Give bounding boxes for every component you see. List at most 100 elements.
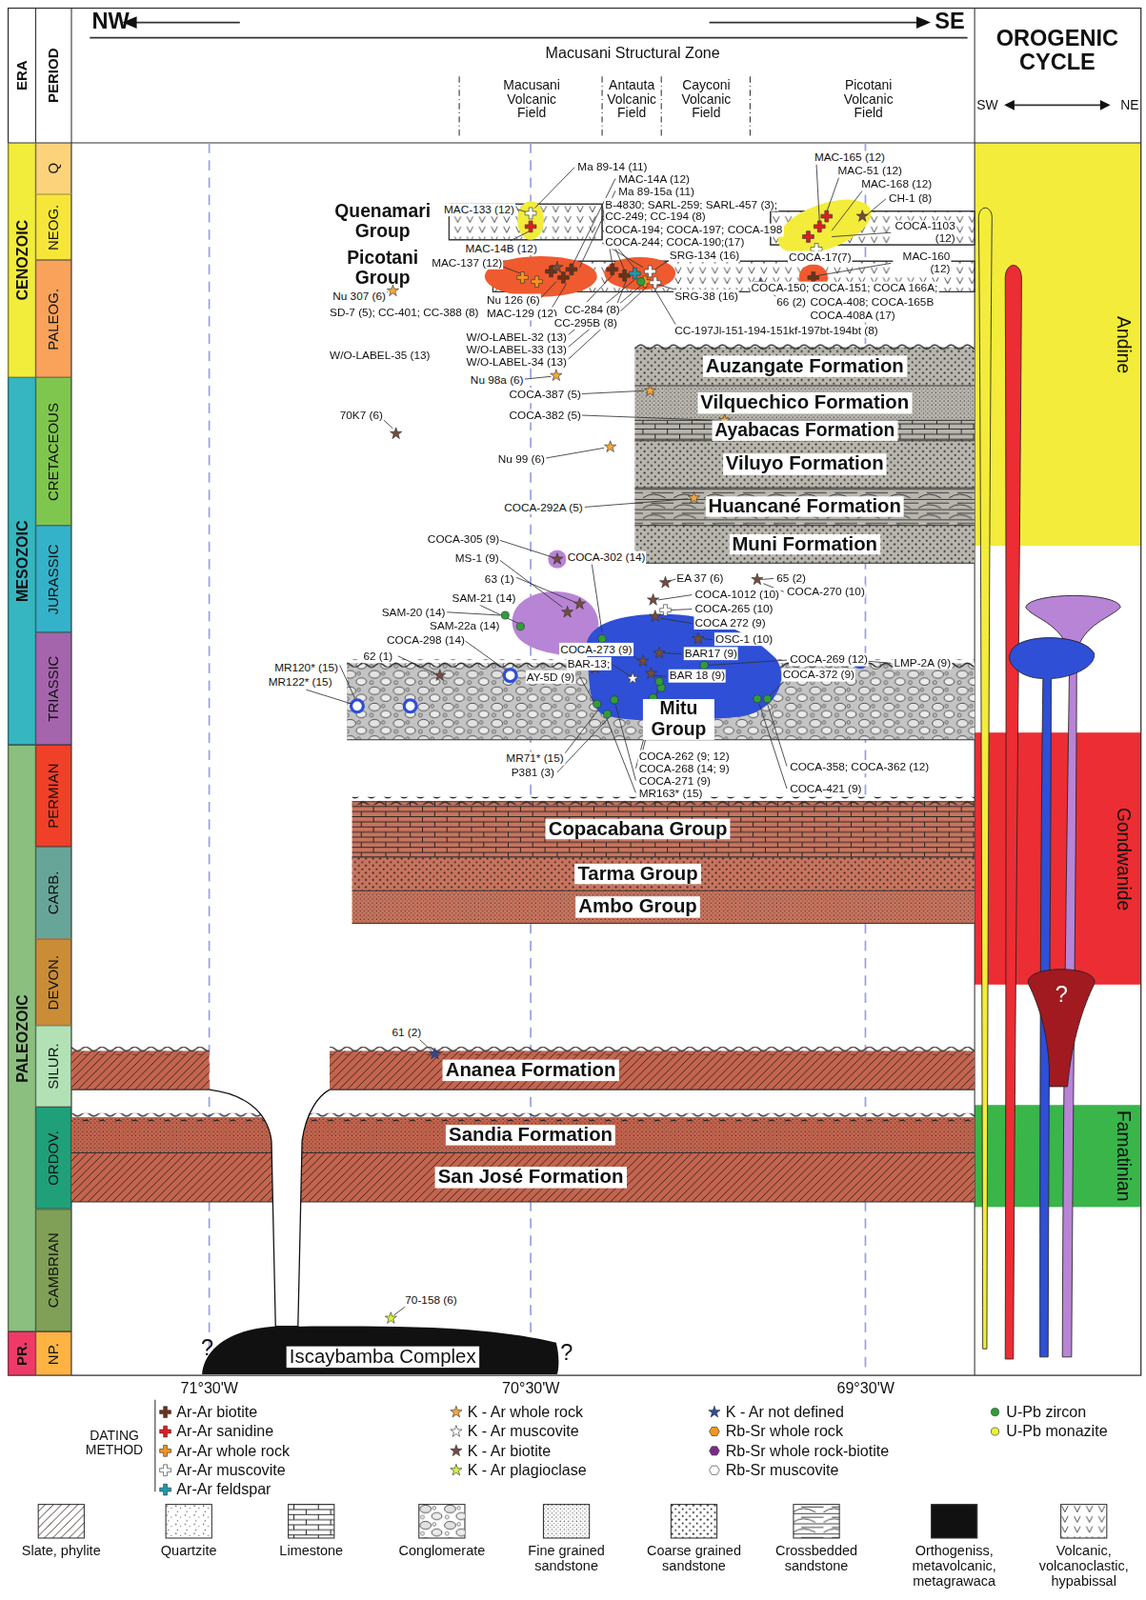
- time-scale-cell: CAMBRIAN: [35, 1208, 71, 1332]
- legend-symbol: [447, 1443, 464, 1460]
- legend-text: Quartzite: [128, 1543, 249, 1559]
- sample-label: BAR17 (9): [683, 646, 739, 661]
- stratigraphic-unit: San José Formation: [71, 1153, 975, 1203]
- sample-label: COCA-269 (12): [788, 653, 869, 667]
- legend-swatch: [450, 1406, 463, 1418]
- sample-label: COCA-382 (5): [508, 409, 583, 423]
- unit-name: Auzangate Formation: [702, 355, 907, 377]
- sample-label: COCA-298 (14): [385, 633, 466, 647]
- unit-name: Vilquechico Formation: [697, 392, 912, 414]
- time-scale-cell: MESOZOIC: [8, 377, 37, 745]
- stratigraphic-unit: Mitu Group: [346, 663, 975, 740]
- chart-label: 69°30'W: [836, 1379, 894, 1397]
- sample-label: W/O-LABEL-35 (13): [328, 348, 432, 362]
- chart-label: DATING METHOD: [78, 1428, 150, 1457]
- legend-text: Slate, phylite: [0, 1543, 121, 1559]
- sample-label: Ma 89-15a (11): [617, 184, 696, 199]
- legend-text: Ar-Ar muscovite: [176, 1461, 285, 1479]
- unit-name: MESOZOIC: [13, 520, 31, 603]
- time-scale-cell: CENOZOIC: [8, 142, 37, 378]
- sample-label: COCA-17(7): [787, 251, 853, 265]
- legend-swatch: [160, 1484, 172, 1496]
- grid-lines: [8, 8, 1142, 1377]
- orogenic-cycle-band: Famatinian: [974, 1105, 1142, 1207]
- sample-label: 65 (2): [775, 571, 807, 585]
- legend-symbol: [986, 1423, 1004, 1440]
- sample-label: SD-7 (5); CC-401; CC-388 (8): [328, 305, 481, 320]
- legend-text: Rb-Sr whole rock: [725, 1422, 844, 1440]
- legend-symbol: [157, 1482, 174, 1499]
- pattern-swatch: [670, 1504, 718, 1539]
- sample-label: MAC-160 (12): [892, 251, 951, 276]
- time-scale-cell: Q: [35, 142, 71, 195]
- chart-label: Picotani Group: [331, 248, 434, 287]
- chart-label: ?: [201, 1334, 214, 1361]
- stratigraphic-unit: Iscaybamba Complex: [203, 1326, 560, 1375]
- unit-name: CARB.: [45, 870, 61, 915]
- sample-label: AY-5D (9): [525, 670, 577, 684]
- unit-name: NP.: [45, 1343, 61, 1366]
- legend-swatch: [450, 1445, 463, 1457]
- pattern-swatch: [1060, 1504, 1107, 1539]
- sample-label: COCA-262 (9; 12): [638, 749, 731, 764]
- legend-divider: [154, 1400, 156, 1492]
- legend-text: K - Ar not defined: [725, 1403, 845, 1421]
- sample-label: MR163* (15): [638, 786, 704, 801]
- leader-lines: [305, 163, 891, 1315]
- magmatic-plumes: [978, 207, 1121, 1360]
- sample-label: MAC-168 (12): [860, 177, 933, 191]
- legend-symbol: [705, 1462, 723, 1479]
- unit-name: SILUR.: [45, 1043, 61, 1089]
- stratigraphic-unit: Auzangate Formation: [634, 346, 975, 386]
- sample-label: B-4830; SARL-259; SARL-457 (3);: [603, 198, 779, 212]
- legend-swatch: [450, 1426, 463, 1438]
- sample-label: CC-249; CC-194 (8): [603, 210, 707, 224]
- sample-label: COCA-372 (9): [782, 668, 856, 683]
- stratigraphic-unit: Muni Formation: [634, 525, 975, 564]
- time-scale-cell: CARB.: [35, 846, 71, 939]
- unit-name: Sandia Formation: [445, 1125, 616, 1146]
- sample-label: MAC-165 (12): [813, 151, 886, 165]
- time-scale-cell: NP.: [35, 1331, 71, 1376]
- unit-name: JURASSIC: [45, 543, 61, 615]
- sample-label: MAC-129 (12): [485, 306, 559, 321]
- unit-name: PALEOZOIC: [13, 994, 31, 1084]
- legend-swatch: [990, 1427, 999, 1436]
- unit-name: Iscaybamba Complex: [286, 1347, 480, 1368]
- legend-text: Fine grained sandstone: [505, 1543, 626, 1574]
- sample-label: MAC-14B (12): [463, 241, 538, 256]
- stratigraphic-unit: Viluyo Formation: [634, 441, 975, 488]
- legend-symbol: [157, 1443, 174, 1460]
- legend-text: Limestone: [251, 1543, 372, 1559]
- legend-text: Volcanic, volcanoclastic, hypabissal: [1024, 1543, 1145, 1589]
- sample-label: 70K7 (6): [339, 409, 384, 423]
- unit-name: CRETACEOUS: [45, 402, 61, 502]
- time-scale-cell: CRETACEOUS: [35, 377, 71, 525]
- unit-name: NEOG.: [45, 203, 61, 250]
- sample-label: COCA-194; COCA-197; COCA-198: [603, 223, 784, 238]
- legend-symbol: [447, 1404, 464, 1421]
- pattern-swatch: [287, 1504, 335, 1539]
- sample-label: COCA-1103 (12): [892, 220, 956, 244]
- chart-label: Macusani Volcanic Field: [496, 78, 568, 121]
- time-scale-cell: TRIASSIC: [35, 632, 71, 745]
- chart-label: 70°30'W: [502, 1379, 560, 1397]
- sample-label: OSC-1 (10): [714, 632, 774, 646]
- sample-label: COCA-270 (10): [785, 584, 866, 599]
- sample-label: LMP-2A (9): [892, 656, 952, 670]
- stratigraphic-unit: Ambo Group: [352, 890, 975, 924]
- sample-label: COCA-421 (9): [788, 783, 863, 797]
- chart-label: SE: [934, 8, 965, 35]
- unit-name: Famatinian: [1112, 1110, 1133, 1202]
- legend-text: U-Pb monazite: [1005, 1422, 1107, 1440]
- sample-label: MR120* (15): [273, 661, 340, 675]
- legend-swatch: [160, 1445, 172, 1457]
- sample-label: 61 (2): [390, 1026, 423, 1041]
- legend-text: Rb-Sr whole rock-biotite: [725, 1442, 889, 1460]
- legend-symbol: [157, 1423, 174, 1440]
- sample-label: COCA-358; COCA-362 (12): [788, 760, 930, 774]
- stratigraphic-unit: Ayabacas Formation: [634, 420, 975, 441]
- sample-label: CC-295B (8): [553, 316, 619, 330]
- chart-label: ?: [1055, 982, 1068, 1008]
